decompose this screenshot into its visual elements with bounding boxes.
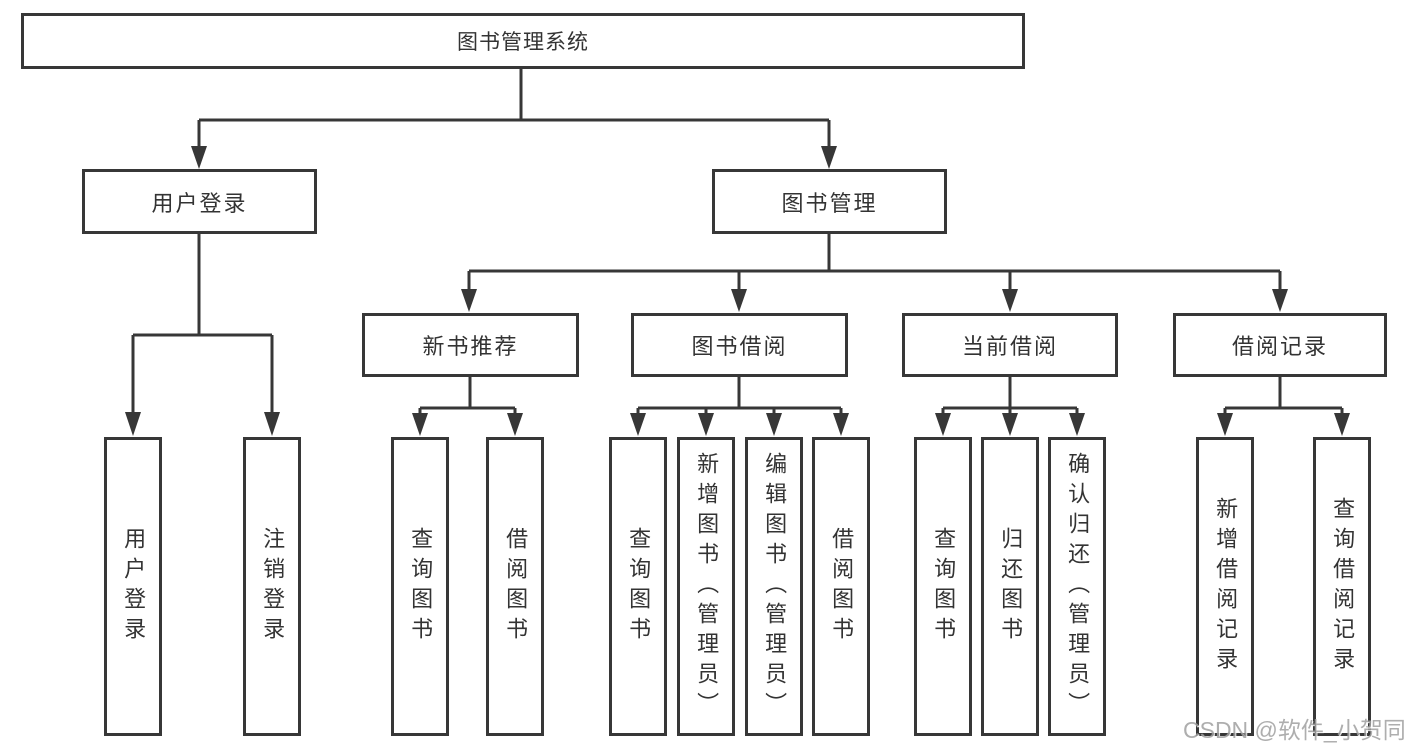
arrowhead — [1334, 413, 1350, 436]
leaf-current-return-books: 归还图书 — [981, 437, 1039, 736]
connector-new-book-children — [418, 377, 517, 414]
arrowhead — [821, 146, 837, 169]
node-user-login-label: 用户登录 — [151, 190, 248, 216]
node-current-borrow: 当前借阅 — [902, 313, 1118, 377]
arrowhead — [191, 146, 207, 169]
arrowhead — [766, 413, 782, 436]
arrowheads — [125, 146, 1350, 436]
leaf-newbook-query-books-label: 查询图书 — [408, 526, 434, 647]
leaf-user-login: 用户登录 — [104, 437, 162, 736]
node-current-borrow-label: 当前借阅 — [961, 334, 1058, 359]
arrowhead — [461, 289, 477, 312]
leaf-borrow-add-books-admin: 新增图书（管理员） — [677, 437, 735, 736]
leaf-current-query-books: 查询图书 — [914, 437, 972, 736]
node-borrow-records-label: 借阅记录 — [1231, 334, 1328, 359]
arrowhead — [1002, 289, 1018, 312]
connector-current-borrow-children — [941, 377, 1079, 414]
arrowhead — [507, 413, 523, 436]
node-borrow-records: 借阅记录 — [1173, 313, 1387, 377]
leaf-current-confirm-return-admin-label: 确认归还（管理员） — [1065, 451, 1091, 722]
leaf-user-login-label: 用户登录 — [121, 526, 147, 647]
leaf-borrow-edit-books-admin-label: 编辑图书（管理员） — [762, 451, 788, 722]
arrowhead — [412, 413, 428, 436]
arrowhead — [1272, 289, 1288, 312]
watermark: CSDN @软件_小贺同学 — [1183, 717, 1405, 743]
arrowhead — [1002, 413, 1018, 436]
leaf-newbook-query-books: 查询图书 — [391, 437, 449, 736]
leaf-current-query-books-label: 查询图书 — [931, 526, 957, 647]
connector-book-mgmt-children — [467, 234, 1282, 291]
leaf-records-add-record: 新增借阅记录 — [1196, 437, 1254, 736]
arrowhead — [935, 413, 951, 436]
connector-user-login-children — [131, 234, 274, 414]
leaf-current-confirm-return-admin: 确认归还（管理员） — [1048, 437, 1106, 736]
connector-borrow-records-children — [1223, 377, 1344, 414]
node-root: 图书管理系统 — [21, 13, 1025, 69]
leaf-current-return-books-label: 归还图书 — [998, 526, 1024, 647]
arrowhead — [698, 413, 714, 436]
arrowhead — [125, 412, 141, 436]
arrowhead — [1069, 413, 1085, 436]
leaf-borrow-edit-books-admin: 编辑图书（管理员） — [745, 437, 803, 736]
arrowhead — [731, 289, 747, 312]
connector-book-borrow-children — [636, 377, 843, 414]
node-user-login: 用户登录 — [82, 169, 317, 234]
node-root-label: 图书管理系统 — [457, 31, 589, 54]
leaf-logout: 注销登录 — [243, 437, 301, 736]
node-book-management-label: 图书管理 — [781, 190, 878, 216]
leaf-borrow-borrow-books: 借阅图书 — [812, 437, 870, 736]
leaf-records-add-record-label: 新增借阅记录 — [1213, 496, 1239, 677]
leaf-borrow-borrow-books-label: 借阅图书 — [829, 526, 855, 647]
leaf-records-query-record-label: 查询借阅记录 — [1330, 496, 1356, 677]
leaf-logout-label: 注销登录 — [260, 526, 286, 647]
node-book-borrow-label: 图书借阅 — [691, 334, 788, 359]
arrowhead — [833, 413, 849, 436]
leaf-newbook-borrow-books-label: 借阅图书 — [503, 526, 529, 647]
connector-root-to-level2 — [197, 69, 831, 148]
leaf-records-query-record: 查询借阅记录 — [1313, 437, 1371, 736]
arrowhead — [1217, 413, 1233, 436]
node-new-book-recommend: 新书推荐 — [362, 313, 579, 377]
node-book-management: 图书管理 — [712, 169, 947, 234]
leaf-borrow-query-books-label: 查询图书 — [626, 526, 652, 647]
leaf-borrow-query-books: 查询图书 — [609, 437, 667, 736]
node-book-borrow: 图书借阅 — [631, 313, 848, 377]
node-new-book-recommend-label: 新书推荐 — [422, 334, 519, 359]
arrowhead — [630, 413, 646, 436]
arrowhead — [264, 412, 280, 436]
leaf-newbook-borrow-books: 借阅图书 — [486, 437, 544, 736]
leaf-borrow-add-books-admin-label: 新增图书（管理员） — [694, 451, 720, 722]
